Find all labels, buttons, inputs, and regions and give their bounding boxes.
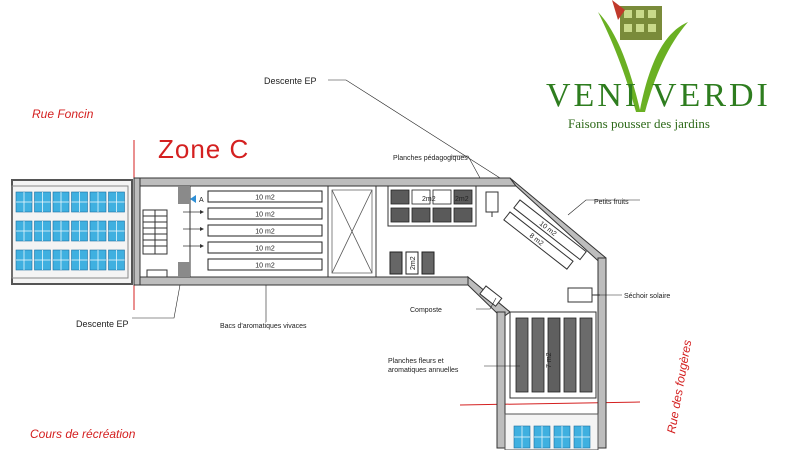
zone-title: Zone C: [158, 134, 249, 164]
aromatic-bed-label: 10 m2: [255, 228, 275, 235]
street-boundary-line: [459, 401, 641, 406]
pedagogic-bed: [390, 207, 410, 223]
garden-walls: [133, 177, 607, 449]
label-descente-ep-bottom: Descente EP: [76, 319, 129, 329]
aromatic-bed: [207, 190, 323, 203]
label-sechoir-solaire: Séchoir solaire: [624, 293, 670, 300]
flower-bed: [579, 317, 593, 393]
logo-tagline: Faisons pousser des jardins: [568, 116, 710, 131]
building-windows: [15, 191, 125, 271]
aromatic-bed-label: 10 m2: [255, 245, 275, 252]
aromatic-beds: 10 m2 10 m2 10 m2 10 m2 10 m2: [207, 190, 323, 271]
aromatic-bed: [207, 224, 323, 237]
marker-a-label: A: [199, 197, 204, 204]
pedagogic-bed: [453, 189, 473, 205]
label-composte: Composte: [410, 307, 442, 314]
pedagogic-bed: [432, 207, 452, 223]
row-arrow-icon: [200, 244, 204, 248]
pedagogic-beds: [387, 185, 477, 227]
label-bacs-aromatiques: Bacs d'aromatiques vivaces: [220, 323, 307, 330]
flower-bed-label: 7 m2: [546, 352, 553, 368]
pedagogic-bed: [453, 207, 473, 223]
pedagogic-bed-b-label: 2m2: [455, 196, 469, 203]
veniverdi-logo: VENI VERDI Faisons pousser des jardins: [546, 0, 771, 131]
leader-lines: [132, 79, 640, 367]
entry-arrow-icon: [190, 195, 196, 203]
flower-bed: [531, 317, 545, 393]
label-planches-fleurs-2: aromatiques annuelles: [388, 367, 459, 374]
pedagogic-bed: [411, 207, 431, 223]
pedagogic-bed: [390, 189, 410, 205]
row-arrow-icon: [200, 210, 204, 214]
label-planches-fleurs-1: Planches fleurs et: [388, 358, 444, 365]
logo-name-left: VENI: [546, 77, 639, 114]
bed-row-markers: [183, 210, 204, 248]
lower-building-windows: [513, 425, 591, 449]
aromatic-bed: [207, 207, 323, 220]
street-rue-foncin: Rue Foncin: [32, 107, 94, 121]
flower-bed: [547, 317, 561, 393]
junction-box: [327, 185, 377, 278]
flower-beds: [515, 317, 593, 393]
flower-bed: [515, 317, 529, 393]
logo-plant-icon: [598, 0, 688, 112]
street-cours-recreation: Cours de récréation: [30, 427, 136, 441]
stairwell: [139, 185, 191, 278]
flower-bed: [563, 317, 577, 393]
storage-box: [485, 191, 499, 213]
aromatic-bed: [207, 241, 323, 254]
aromatic-bed: [207, 258, 323, 271]
compost-bin: [479, 285, 503, 307]
small-beds: [389, 251, 435, 275]
logo-name-right: VERDI: [652, 77, 771, 114]
label-planches-pedagogiques: Planches pédagogiques: [393, 155, 468, 162]
label-petits-fruits: Petits fruits: [594, 199, 629, 206]
pedagogic-bed: [432, 189, 452, 205]
small-bed-label: 2m2: [410, 256, 417, 270]
pedagogic-bed: [411, 189, 431, 205]
row-arrow-icon: [200, 227, 204, 231]
aromatic-bed-label: 10 m2: [255, 211, 275, 218]
label-descente-ep-top: Descente EP: [264, 76, 317, 86]
fruit-beds: 10 m2 8 m2: [503, 199, 587, 270]
pedagogic-bed-a-label: 2m2: [422, 196, 436, 203]
solar-dryer: [567, 287, 600, 303]
aromatic-bed-label: 10 m2: [255, 194, 275, 201]
street-rue-fougeres: Rue des fougères: [664, 339, 694, 435]
aromatic-bed-label: 10 m2: [255, 262, 275, 269]
